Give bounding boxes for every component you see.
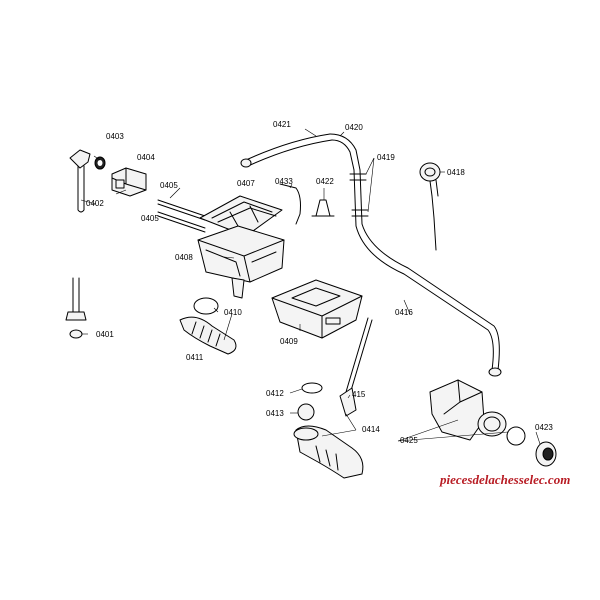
label-0407: 0407: [237, 179, 255, 188]
leader-lines: [80, 128, 541, 445]
part-0423-filter: [535, 441, 557, 467]
part-0405-hoses: [157, 199, 206, 233]
label-0404: 0404: [137, 153, 155, 162]
label-0401: 0401: [96, 330, 114, 339]
part-0425-seal: [506, 426, 526, 446]
label-0421: 0421: [273, 120, 291, 129]
label-0412: 0412: [266, 389, 284, 398]
part-0411-bellows-hose: [179, 316, 237, 355]
part-0418-pressure-switch: [419, 162, 441, 251]
label-0411: 0411: [186, 353, 204, 362]
part-0433-hook: [279, 183, 301, 225]
part-0413-ball: [297, 403, 315, 421]
watermark-text: piecesdelachesselec.com: [439, 472, 570, 487]
part-0422-clamp: [311, 199, 335, 217]
label-0419: 0419: [377, 153, 395, 162]
label-0410: 0410: [224, 308, 242, 317]
part-0414-sump-hose: [293, 387, 364, 479]
label-0433: 0433: [275, 177, 293, 186]
label-0423: 0423: [535, 423, 553, 432]
part-0401-screw-fitting: [65, 277, 87, 339]
label-0416: 0416: [395, 308, 413, 317]
label-0425: 0425: [400, 436, 418, 445]
part-0410-clamp-ring: [193, 297, 219, 315]
part-0404-inlet-valve: [111, 167, 147, 197]
label-0408: 0408: [175, 253, 193, 262]
part-0420-bend: [329, 133, 361, 171]
label-415: 415: [352, 390, 366, 399]
label-0405-a: 0405: [160, 181, 178, 190]
label-0402: 0402: [86, 199, 104, 208]
label-0420: 0420: [345, 123, 363, 132]
part-0425-drain-pump: [429, 379, 507, 441]
part-0419-clips: [349, 173, 369, 217]
label-0409: 0409: [280, 337, 298, 346]
part-0403-seal-ring: [94, 156, 106, 170]
label-0418: 0418: [447, 168, 465, 177]
part-0416-long-hose: [353, 169, 502, 377]
part-labels: 0403 0404 0402 0405 0405 0407 0408 0401 …: [86, 120, 553, 445]
part-0403-elbow-connector: [69, 149, 91, 213]
label-0403: 0403: [106, 132, 124, 141]
part-0415-rod: [345, 317, 373, 395]
part-0409-detergent-drawer: [271, 279, 363, 339]
label-0414: 0414: [362, 425, 380, 434]
part-0421-hose: [240, 133, 333, 168]
label-0405-b: 0405: [141, 214, 159, 223]
part-0412-ring: [301, 382, 323, 394]
part-0408-dispenser-housing: [197, 225, 285, 299]
label-0422: 0422: [316, 177, 334, 186]
label-0413: 0413: [266, 409, 284, 418]
